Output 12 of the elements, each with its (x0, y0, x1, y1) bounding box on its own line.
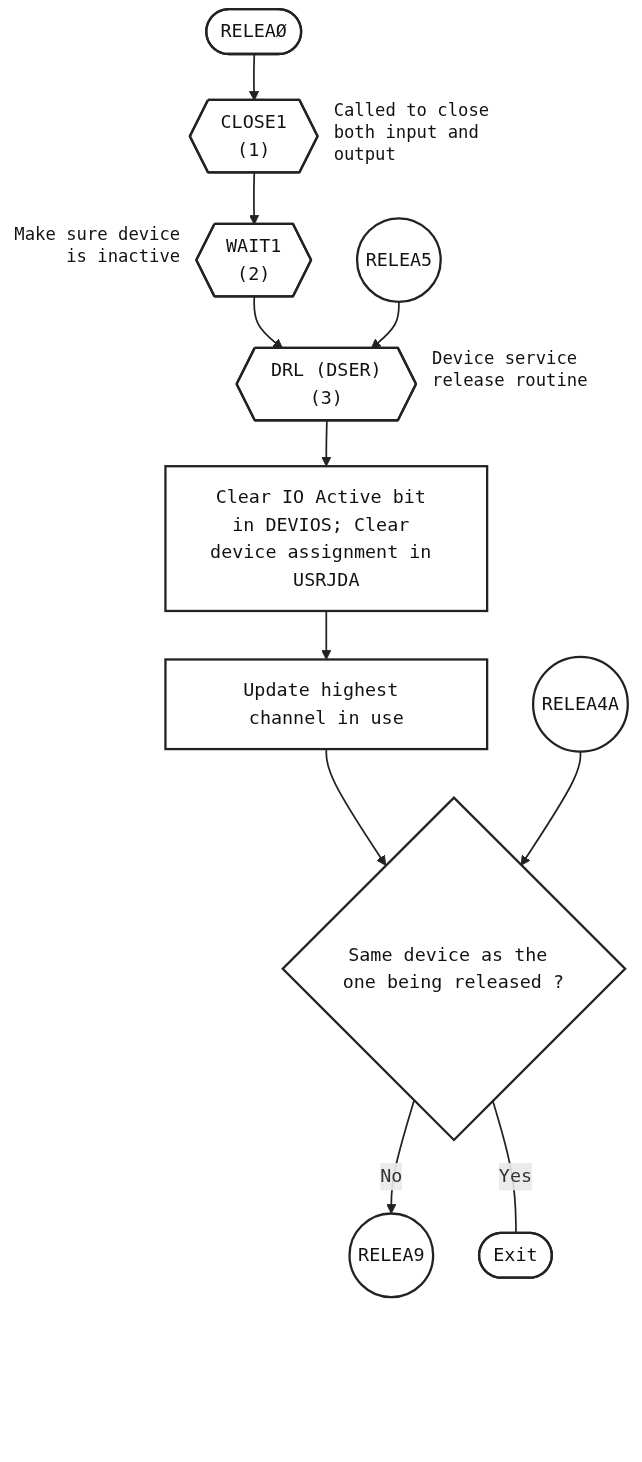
node-box: Clear IO Active bit in DEVIOS; Clear device assignment in USRJDA (164, 465, 489, 613)
node-box: Update highest channel in use (164, 658, 489, 751)
arrow (321, 610, 332, 660)
node-circle: RELEA5 (355, 217, 442, 304)
node-circle: RELEA9 (348, 1212, 435, 1299)
node-diamond: Same device as the one being released ? (281, 795, 627, 1142)
node-circle: RELEA4A (531, 655, 629, 753)
edge-label: Yes (498, 1165, 533, 1188)
note-text: Device service release routine (432, 347, 588, 390)
note-text: Called to close both input and output (333, 100, 490, 164)
note-text: Make sure device is inactive (14, 224, 181, 266)
edge-label: No (380, 1165, 403, 1188)
